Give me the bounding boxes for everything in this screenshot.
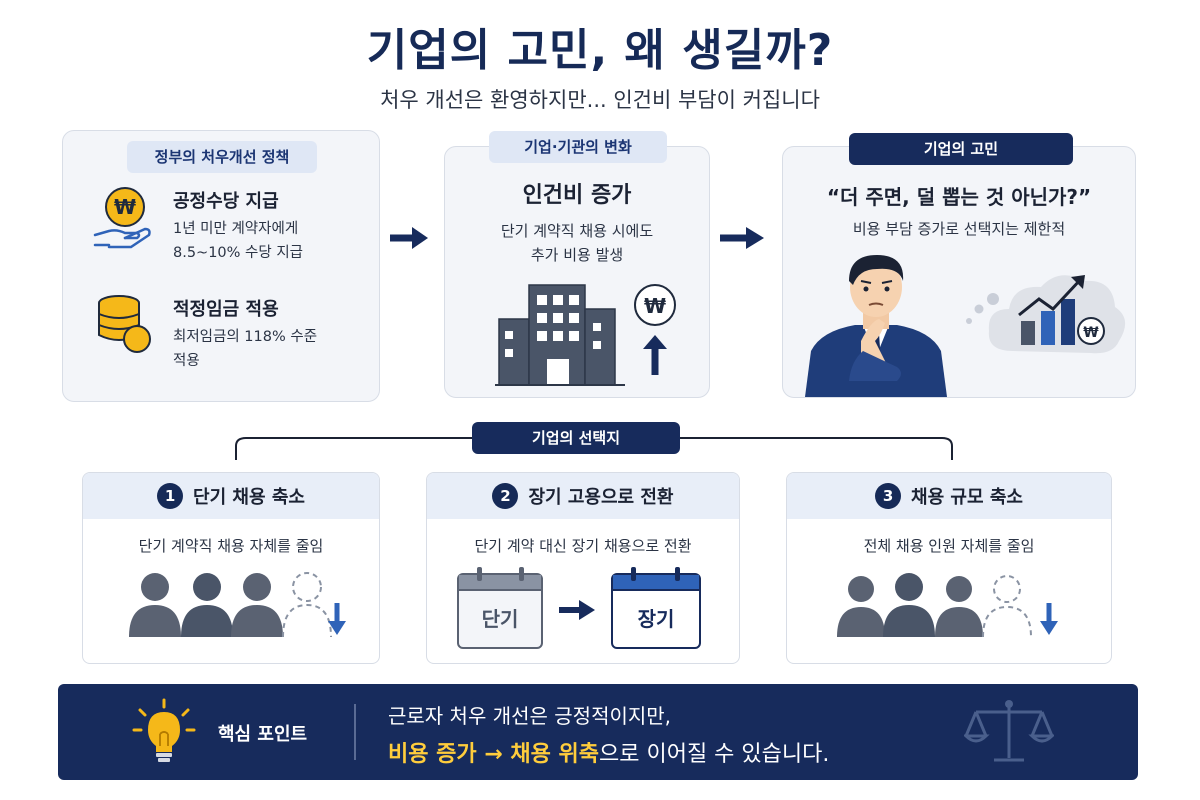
key-point-line2-rest: 으로 이어질 수 있습니다. [599,742,830,767]
won-up-icon: ₩ [634,284,676,375]
svg-text:₩: ₩ [1083,325,1099,341]
coin-stack-icon [98,295,151,353]
page-title: 기업의 고민, 왜 생길까? [366,25,834,76]
change-heading: 인건비 증가 [522,183,632,208]
key-point-label: 핵심 포인트 [218,724,308,745]
choices-label: 기업의 선택지 [472,422,680,454]
choice-1-header: 1 단기 채용 축소 [83,473,379,519]
svg-text:₩: ₩ [644,294,666,318]
convert-arrow [559,600,595,620]
building-icon [495,284,625,386]
choice-3-desc: 전체 채용 인원 자체를 줄임 [863,537,1035,555]
policy-item1-line2: 8.5~10% 수당 지급 [173,245,304,261]
policy-label: 정부의 처우개선 정책 [127,141,317,173]
page-subtitle: 처우 개선은 환영하지만... 인건비 부담이 커집니다 [380,88,820,112]
choice-card-1: 1 단기 채용 축소 단기 계약직 채용 자체를 줄임 [82,472,380,664]
key-point-line2: 비용 증가 → 채용 위축으로 이어질 수 있습니다. [388,736,829,768]
choice-1-desc: 단기 계약직 채용 자체를 줄임 [138,537,324,555]
long-term-calendar: 장기 [611,573,701,649]
policy-item2-line2: 적용 [173,353,200,369]
coin-hand-icon: ₩ [93,187,151,249]
worry-card: 기업의 고민 “더 주면, 덜 뽑는 것 아닌가?” 비용 부담 증가로 선택지… [782,133,1136,398]
choice-3-title: 채용 규모 축소 [911,487,1023,508]
change-line1: 단기 계약직 채용 시에도 [500,222,654,240]
group-decrease-icon [837,573,1058,638]
thought-cloud-icon: ₩ [966,275,1126,354]
choice-3-header: 3 채용 규모 축소 [787,473,1111,519]
change-line2: 추가 비용 발생 [530,246,624,264]
policy-item1-line1: 1년 미만 계약자에게 [173,221,299,237]
policy-item2-line1: 최저임금의 118% 수준 [173,329,318,345]
policy-item1-title: 공정수당 지급 [173,191,279,212]
worry-label: 기업의 고민 [849,133,1073,165]
choice-card-2: 2 장기 고용으로 전환 단기 계약 대신 장기 채용으로 전환 단기 장기 [426,472,740,664]
worried-businessman-icon [805,255,947,397]
choice-2-header: 2 장기 고용으로 전환 [427,473,739,519]
calendar-rings-left [477,567,524,581]
flow-arrow-2 [720,227,764,249]
scales-icon [964,700,1054,762]
short-term-calendar: 단기 [457,573,543,649]
key-point-highlight: 비용 증가 → 채용 위축 [388,742,599,767]
choice-2-number: 2 [492,483,519,509]
change-card: 기업·기관의 변화 인건비 증가 단기 계약직 채용 시에도 추가 비용 발생 … [444,131,710,398]
choice-1-number: 1 [157,483,184,509]
worry-quote: “더 주면, 덜 뽑는 것 아닌가?” [826,185,1092,209]
people-decrease-icon [129,572,346,638]
choice-3-number: 3 [875,483,902,509]
calendar-rings-right [631,567,680,581]
long-term-label: 장기 [637,607,675,631]
choice-2-title: 장기 고용으로 전환 [528,487,674,508]
banner-divider [354,704,356,760]
policy-card: 정부의 처우개선 정책 ₩ 공정수당 지급 1년 미만 계약자에게 8.5~10… [62,130,380,402]
choice-card-3: 3 채용 규모 축소 전체 채용 인원 자체를 줄임 [786,472,1112,664]
svg-text:₩: ₩ [114,195,136,219]
policy-item2-title: 적정임금 적용 [173,299,279,320]
flow-arrow-1 [390,227,428,249]
choice-1-title: 단기 채용 축소 [193,487,305,508]
key-point-line1: 근로자 처우 개선은 긍정적이지만, [388,704,672,728]
short-term-label: 단기 [481,607,519,631]
change-label: 기업·기관의 변화 [489,131,667,163]
key-point-banner: 핵심 포인트 근로자 처우 개선은 긍정적이지만, 비용 증가 → 채용 위축으… [58,684,1138,780]
choice-2-desc: 단기 계약 대신 장기 채용으로 전환 [474,537,692,555]
worry-desc: 비용 부담 증가로 선택지는 제한적 [852,220,1066,238]
lightbulb-icon [132,698,196,762]
